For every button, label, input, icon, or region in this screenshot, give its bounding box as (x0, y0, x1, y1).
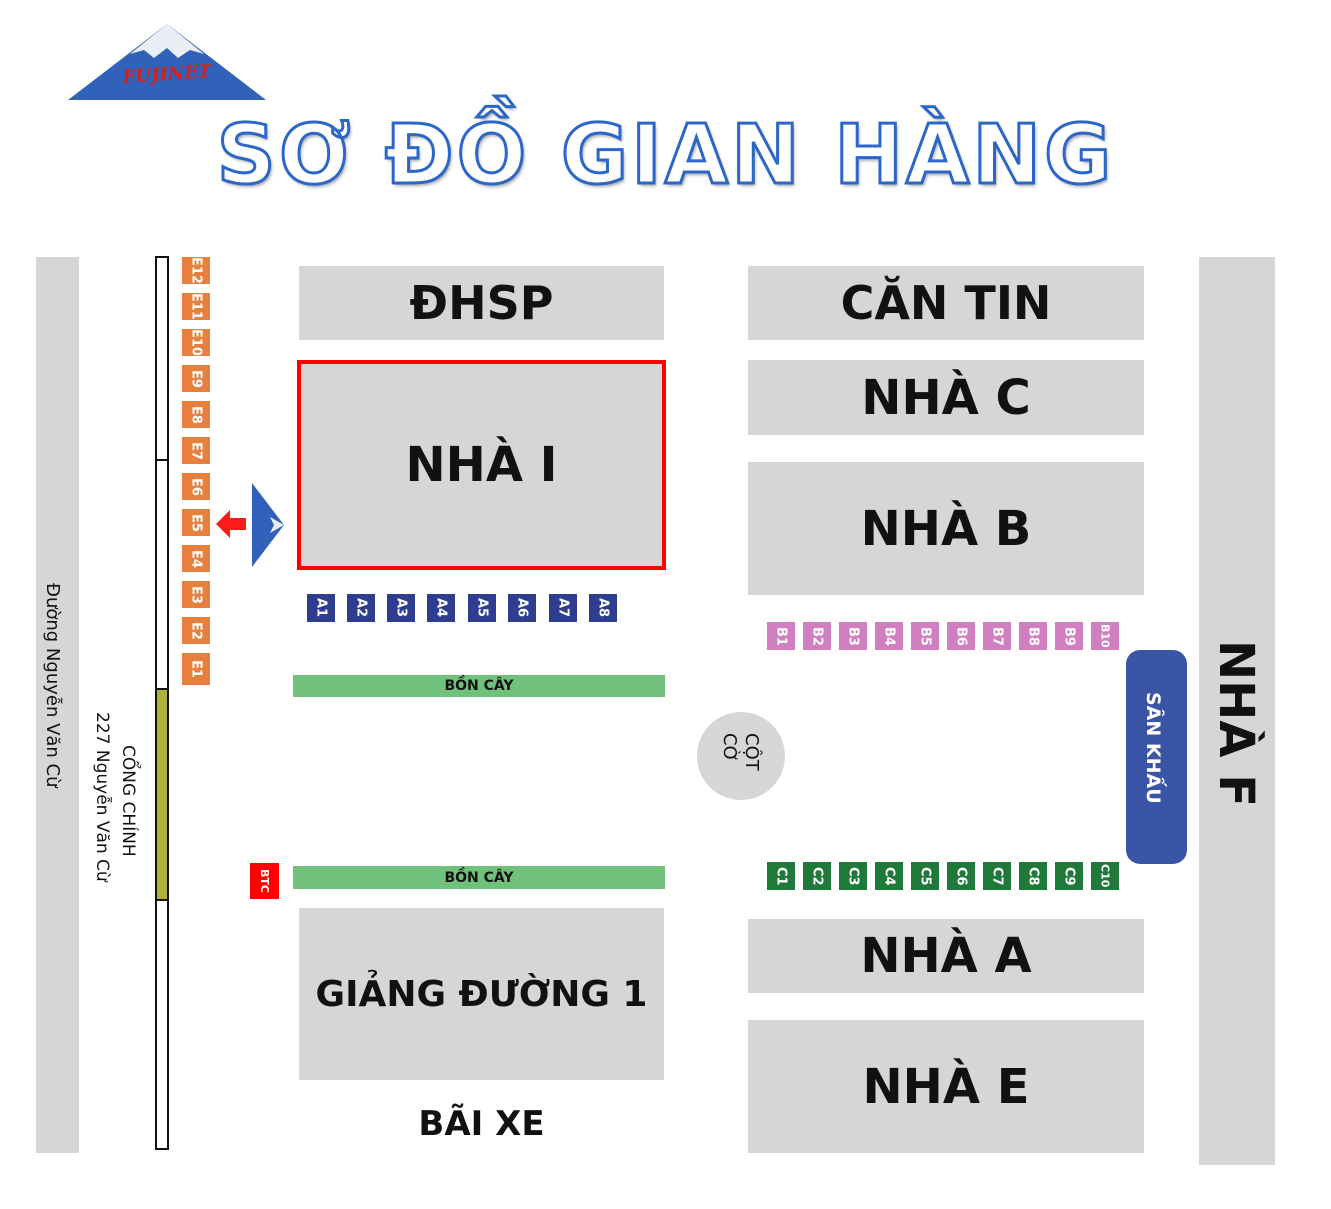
stage[interactable] (1126, 650, 1187, 864)
stall-c5[interactable]: C5 (911, 862, 939, 890)
road-nguyen-van-cu (36, 257, 79, 1153)
stall-c2[interactable]: C2 (803, 862, 831, 890)
main-gate (155, 688, 169, 901)
stall-a7[interactable]: A7 (549, 594, 577, 622)
stall-c8[interactable]: C8 (1019, 862, 1047, 890)
stall-a3[interactable]: A3 (387, 594, 415, 622)
stall-c7[interactable]: C7 (983, 862, 1011, 890)
parking-label: BÃI XE (418, 1104, 545, 1144)
stall-e11[interactable]: E11 (182, 293, 210, 320)
gate-label: CỔNG CHÍNH (118, 745, 138, 857)
stall-c1[interactable]: C1 (767, 862, 795, 890)
building-nha-f[interactable] (1199, 257, 1275, 1165)
stall-c4[interactable]: C4 (875, 862, 903, 890)
stall-a1[interactable]: A1 (307, 594, 335, 622)
wall-divider (155, 459, 169, 461)
stall-b5[interactable]: B5 (911, 622, 939, 650)
building-nha-e[interactable]: NHÀ E (748, 1020, 1144, 1153)
building-nha-b[interactable]: NHÀ B (748, 462, 1144, 595)
stall-b9[interactable]: B9 (1055, 622, 1083, 650)
stall-a4[interactable]: A4 (427, 594, 455, 622)
building-dhsp[interactable]: ĐHSP (299, 266, 664, 340)
stall-e4[interactable]: E4 (182, 545, 210, 572)
stall-e12[interactable]: E12 (182, 257, 210, 284)
stall-e2[interactable]: E2 (182, 617, 210, 644)
stall-b4[interactable]: B4 (875, 622, 903, 650)
stall-c6[interactable]: C6 (947, 862, 975, 890)
stall-a2[interactable]: A2 (347, 594, 375, 622)
building-can-tin[interactable]: CĂN TIN (748, 266, 1144, 340)
building-nha-i[interactable]: NHÀ I (297, 360, 666, 570)
stall-e8[interactable]: E8 (182, 401, 210, 428)
road-label: Đường Nguyễn Văn Cừ (42, 583, 63, 788)
stall-e9[interactable]: E9 (182, 365, 210, 392)
flagpole-label: CỘT CỜ (719, 733, 762, 771)
building-giang-duong-1[interactable]: GIẢNG ĐƯỜNG 1 (299, 908, 664, 1080)
stall-e5[interactable]: E5 (182, 509, 210, 536)
stall-e6[interactable]: E6 (182, 473, 210, 500)
building-nha-a[interactable]: NHÀ A (748, 919, 1144, 993)
stage-label: SÂN KHẤU (1142, 692, 1164, 804)
nha-f-label: NHÀ F (1208, 640, 1264, 807)
stall-b2[interactable]: B2 (803, 622, 831, 650)
stall-a6[interactable]: A6 (508, 594, 536, 622)
planter-top: BỒN CÂY (293, 675, 665, 697)
fujinet-logo: FUJINET (68, 22, 266, 100)
stall-e3[interactable]: E3 (182, 581, 210, 608)
stall-a8[interactable]: A8 (589, 594, 617, 622)
stall-a5[interactable]: A5 (468, 594, 496, 622)
stall-b10[interactable]: B10 (1091, 622, 1119, 650)
logo-mountain-icon (68, 24, 266, 100)
stall-e10[interactable]: E10 (182, 329, 210, 356)
planter-bottom: BỒN CÂY (293, 866, 665, 889)
stall-b3[interactable]: B3 (839, 622, 867, 650)
stall-b1[interactable]: B1 (767, 622, 795, 650)
gate-address: 227 Nguyễn Văn Cừ (92, 712, 112, 882)
flagpole-circle (697, 712, 785, 800)
stall-b8[interactable]: B8 (1019, 622, 1047, 650)
page-title: SƠ ĐỒ GIAN HÀNG (215, 107, 1115, 205)
logo-mountain-small-icon (252, 483, 284, 567)
stall-b6[interactable]: B6 (947, 622, 975, 650)
fujinet-small-logo (250, 483, 284, 567)
stall-b7[interactable]: B7 (983, 622, 1011, 650)
building-nha-c[interactable]: NHÀ C (748, 360, 1144, 435)
stall-c10[interactable]: C10 (1091, 862, 1119, 890)
stall-e1[interactable]: E1 (182, 653, 210, 685)
stall-e7[interactable]: E7 (182, 437, 210, 464)
arrow-left-icon (216, 510, 246, 538)
stall-c9[interactable]: C9 (1055, 862, 1083, 890)
btc-booth[interactable]: BTC (250, 863, 279, 899)
stall-c3[interactable]: C3 (839, 862, 867, 890)
